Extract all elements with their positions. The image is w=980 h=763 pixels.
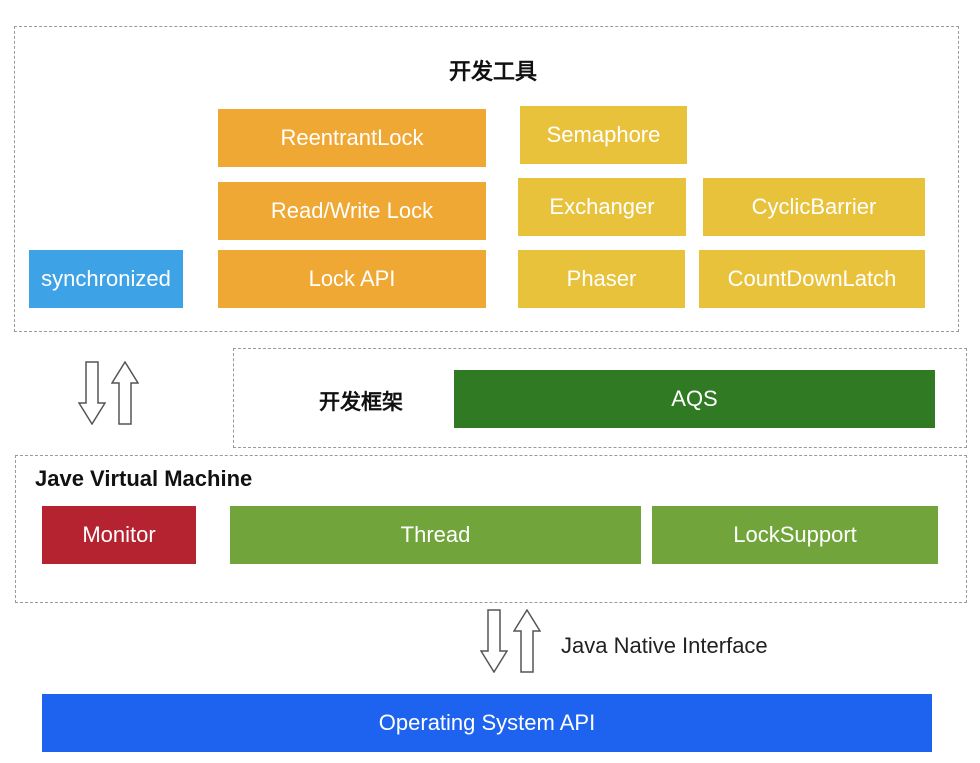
cyclic-barrier-box: CyclicBarrier: [703, 178, 925, 236]
dev-framework-title: 开发框架: [319, 390, 403, 414]
dev-framework-region: [233, 348, 967, 448]
countdownlatch-box: CountDownLatch: [699, 250, 925, 308]
semaphore-box: Semaphore: [520, 106, 687, 164]
read-write-lock-box: Read/Write Lock: [218, 182, 486, 240]
jvm-region: [15, 455, 967, 603]
dev-tools-title: 开发工具: [449, 60, 538, 85]
lock-api-box: Lock API: [218, 250, 486, 308]
reentrant-lock-box: ReentrantLock: [218, 109, 486, 167]
arrow-up-icon: [111, 361, 139, 425]
os-api-box: Operating System API: [42, 694, 932, 752]
aqs-box: AQS: [454, 370, 935, 428]
arrow-down-icon: [480, 609, 508, 673]
jni-label: Java Native Interface: [561, 633, 768, 658]
arrow-down-icon: [78, 361, 106, 425]
exchanger-box: Exchanger: [518, 178, 686, 236]
phaser-box: Phaser: [518, 250, 685, 308]
arrow-up-icon: [513, 609, 541, 673]
thread-box: Thread: [230, 506, 641, 564]
lock-support-box: LockSupport: [652, 506, 938, 564]
monitor-box: Monitor: [42, 506, 196, 564]
synchronized-box: synchronized: [29, 250, 183, 308]
jvm-title: Jave Virtual Machine: [35, 466, 253, 491]
dev-tools-region: [14, 26, 959, 332]
